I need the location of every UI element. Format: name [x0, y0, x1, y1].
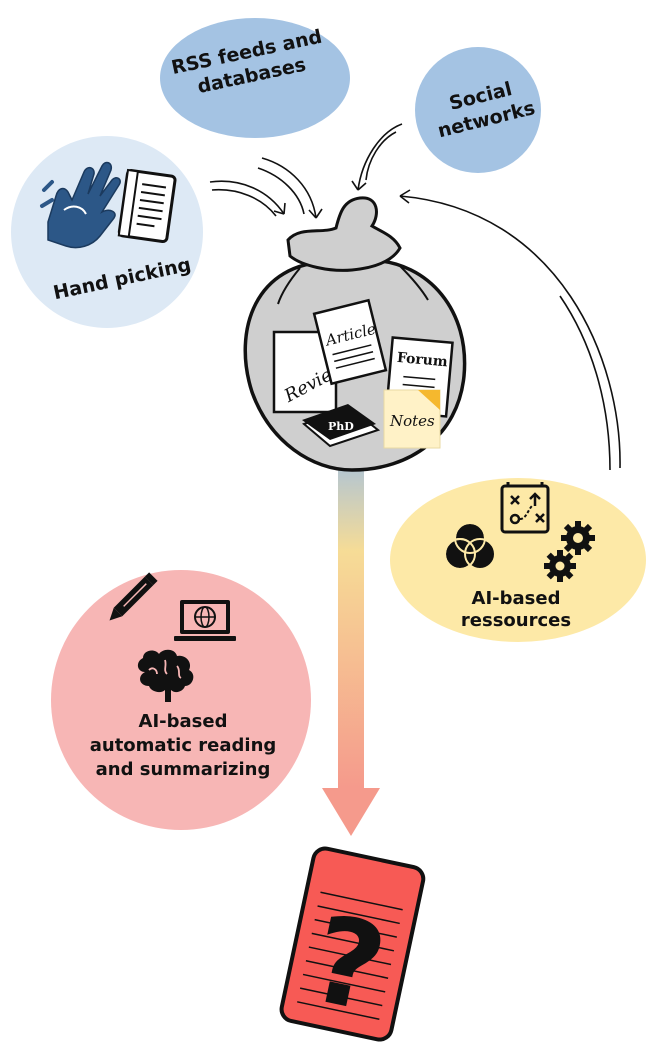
phd-book: PhD — [302, 404, 381, 448]
laptop-globe-icon — [174, 600, 236, 641]
social-source: Social networks — [415, 47, 541, 173]
brain-icon — [137, 649, 194, 702]
ai-reading-step: AI-based automatic reading and summarizi… — [51, 570, 311, 830]
flow-arrow-head — [322, 788, 380, 836]
arrow-from-hand — [209, 180, 285, 215]
phd-label: PhD — [328, 420, 354, 433]
document-icon — [117, 168, 177, 244]
gears-icon — [544, 521, 595, 582]
ai-resources-label-line2: ressources — [461, 610, 571, 631]
knowledge-bag: Review Article Forum PhD Notes — [243, 196, 467, 472]
bag-neck — [286, 196, 402, 272]
venn-icon — [444, 522, 496, 570]
rss-source: RSS feeds and databases — [160, 18, 350, 138]
strategy-board-icon — [500, 482, 550, 534]
article-doc: Article — [312, 298, 388, 386]
ai-resources-label-line1: AI-based — [472, 588, 561, 609]
arrow-from-ai-resources — [399, 195, 621, 469]
ai-reading-label-line3: and summarizing — [96, 759, 271, 780]
flow-arrow — [322, 450, 380, 836]
ai-reading-label-line1: AI-based — [139, 711, 228, 732]
incoming-arrows — [209, 123, 621, 471]
social-circle — [415, 47, 541, 173]
ai-resources-circle — [390, 478, 646, 642]
flow-arrow-shaft — [338, 450, 364, 788]
forum-label: Forum — [396, 350, 448, 370]
ai-reading-circle — [51, 570, 311, 830]
notes-label: Notes — [389, 412, 435, 430]
result-document: ? — [279, 846, 426, 1042]
arrow-from-rss — [261, 157, 317, 219]
arrow-from-social — [357, 123, 403, 191]
rss-circle — [160, 18, 350, 138]
hand-picking-source: Hand picking — [11, 136, 203, 328]
ai-reading-label-line2: automatic reading — [90, 735, 277, 756]
ai-resources-source: AI-based ressources — [390, 478, 646, 642]
hand-sign-icon — [40, 161, 121, 249]
notes-sticky: Notes — [383, 389, 441, 449]
